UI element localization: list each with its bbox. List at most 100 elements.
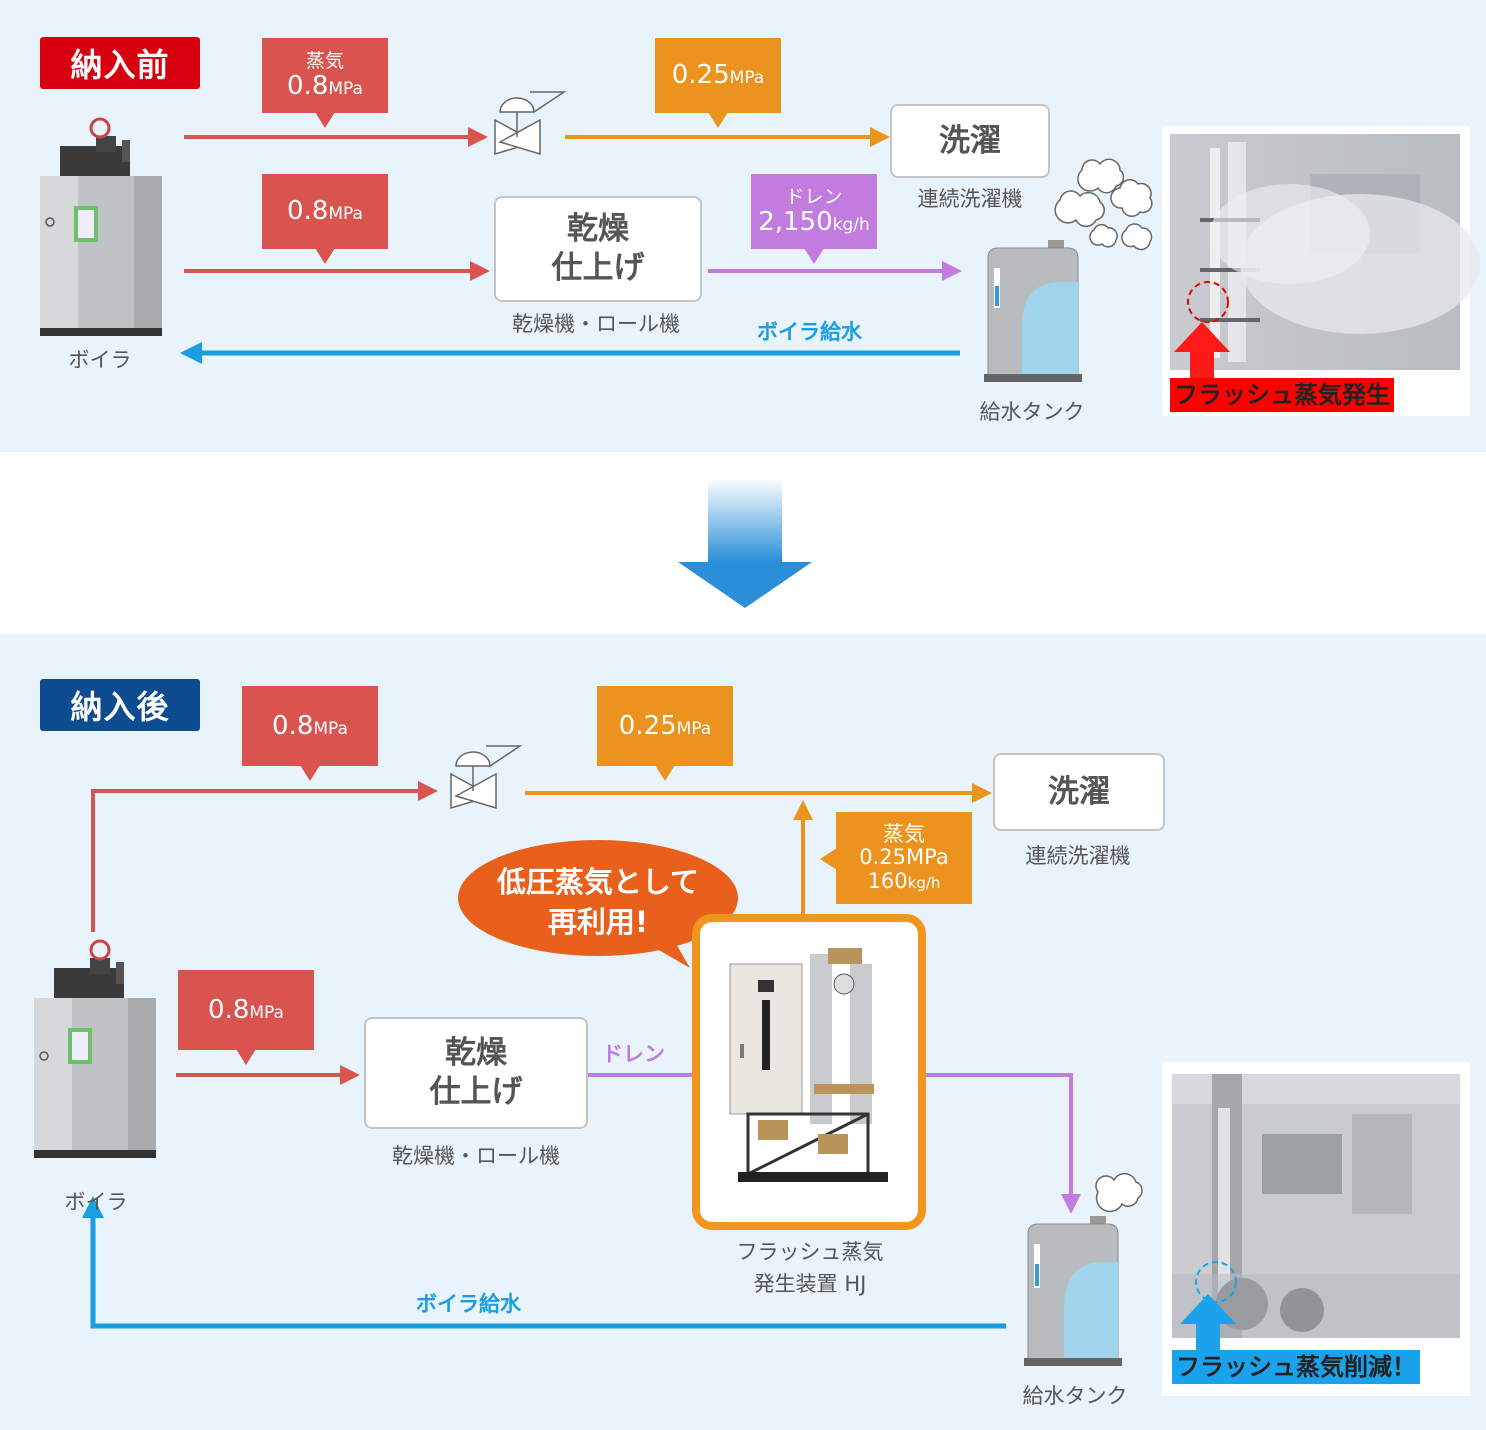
before-drain-callout: ドレン 2,150kg/h bbox=[751, 174, 877, 249]
after-device-to-tank-line bbox=[926, 1073, 1073, 1196]
speech-bubble: 低圧蒸気として 再利用! bbox=[458, 862, 738, 942]
before-drain-callout-unit: kg/h bbox=[832, 214, 870, 235]
before-dry-callout-unit: MPa bbox=[328, 204, 363, 225]
before-dry-arrowhead bbox=[470, 261, 490, 281]
up-arrow-icon bbox=[1180, 1294, 1236, 1354]
after-steam-callout-unit: MPa bbox=[313, 718, 348, 739]
before-steam-callout: 蒸気 0.8MPa bbox=[262, 38, 388, 113]
after-dry-arrowhead bbox=[340, 1065, 360, 1085]
before-low-arrowhead bbox=[870, 127, 890, 147]
before-low-callout-pointer bbox=[708, 112, 728, 128]
after-tank-label: 給水タンク bbox=[1022, 1384, 1128, 1408]
after-flash-callout-mid: 0.25MPa bbox=[859, 845, 949, 870]
before-steam-callout-pointer bbox=[315, 112, 335, 128]
before-boiler-label: ボイラ bbox=[68, 348, 132, 372]
after-steam-arrowhead bbox=[418, 781, 438, 801]
after-feedwater-arrowhead bbox=[82, 1196, 104, 1218]
before-dryer-box: 乾燥 仕上げ bbox=[494, 196, 702, 302]
before-dryer-box-line1: 乾燥 bbox=[567, 211, 629, 248]
speech-bubble-shape bbox=[458, 840, 738, 968]
before-photo-scene bbox=[1170, 134, 1480, 370]
before-drain-callout-top: ドレン bbox=[785, 185, 843, 208]
steam-cloud-icon bbox=[1054, 158, 1153, 251]
after-drain-label: ドレン bbox=[602, 1042, 665, 1066]
after-washing-box-text: 洗濯 bbox=[1048, 773, 1110, 810]
before-feedwater-label: ボイラ給水 bbox=[757, 320, 862, 344]
after-dry-callout-pointer bbox=[236, 1049, 256, 1065]
before-washing-label: 連続洗濯機 bbox=[917, 187, 1023, 211]
before-dryer-box-line2: 仕上げ bbox=[551, 250, 645, 286]
up-arrow-icon bbox=[1174, 322, 1230, 382]
before-photo-caption: フラッシュ蒸気発生 bbox=[1170, 378, 1394, 412]
after-feedwater-line bbox=[90, 1216, 1006, 1329]
after-dryer-box: 乾燥 仕上げ bbox=[364, 1017, 588, 1129]
before-tag: 納入前 bbox=[40, 37, 200, 89]
flash-steam-generator-icon bbox=[729, 948, 888, 1182]
steam-cloud-icon bbox=[1095, 1172, 1143, 1213]
after-flash-callout-value: 160 bbox=[867, 868, 908, 893]
device-label-line2: 発生装置 HJ bbox=[753, 1272, 867, 1296]
feedwater-tank-icon bbox=[1024, 1216, 1122, 1366]
after-device-to-tank-arrowhead bbox=[1061, 1194, 1081, 1214]
after-flash-steam-photo: フラッシュ蒸気削減！ bbox=[1162, 1062, 1470, 1396]
before-washing-box: 洗濯 bbox=[890, 104, 1050, 178]
after-dry-callout-value: 0.8 bbox=[208, 994, 250, 1025]
before-flow-lines bbox=[180, 127, 962, 364]
after-low-callout-value: 0.25 bbox=[618, 710, 677, 741]
after-photo-scene bbox=[1172, 1074, 1460, 1338]
after-low-callout-unit: MPa bbox=[676, 718, 712, 739]
before-flash-steam-photo: フラッシュ蒸気発生 bbox=[1162, 126, 1480, 416]
after-photo-caption: フラッシュ蒸気削減！ bbox=[1172, 1350, 1420, 1384]
after-dryer-label: 乾燥機・ロール機 bbox=[392, 1144, 560, 1168]
device-label: フラッシュ蒸気 発生装置 HJ bbox=[700, 1236, 920, 1300]
device-label-line1: フラッシュ蒸気 bbox=[736, 1240, 884, 1264]
after-flash-callout-top: 蒸気 bbox=[883, 822, 925, 847]
down-arrow-icon bbox=[678, 478, 812, 608]
before-dry-callout-value: 0.8 bbox=[287, 196, 329, 227]
after-steam-callout: 0.8MPa bbox=[242, 686, 378, 766]
after-steam-callout-value: 0.8 bbox=[272, 710, 314, 741]
speech-bubble-line1: 低圧蒸気として bbox=[496, 865, 700, 899]
after-low-callout: 0.25MPa bbox=[597, 686, 733, 766]
after-boiler-label: ボイラ bbox=[64, 1190, 128, 1214]
before-steam-callout-top: 蒸気 bbox=[305, 49, 344, 72]
after-flash-arrowhead bbox=[793, 800, 813, 820]
after-dry-callout: 0.8MPa bbox=[178, 970, 314, 1050]
before-tank-label: 給水タンク bbox=[979, 400, 1085, 424]
after-flash-callout-pointer bbox=[820, 848, 837, 870]
after-flash-callout-unit: kg/h bbox=[907, 873, 941, 892]
speech-bubble-line2: 再利用! bbox=[547, 905, 649, 939]
before-steam-callout-value: 0.8 bbox=[287, 70, 329, 101]
after-feedwater-label: ボイラ給水 bbox=[416, 1292, 521, 1316]
pressure-reducing-valve-icon bbox=[494, 91, 567, 156]
after-washing-label: 連続洗濯機 bbox=[1025, 844, 1131, 868]
after-dry-callout-unit: MPa bbox=[249, 1002, 284, 1023]
after-tag: 納入後 bbox=[40, 679, 200, 731]
before-steam-arrowhead bbox=[468, 127, 488, 147]
pressure-reducing-valve-icon bbox=[450, 745, 523, 810]
after-steam-line bbox=[91, 789, 420, 932]
before-drain-callout-pointer bbox=[804, 248, 824, 264]
before-low-callout-value: 0.25 bbox=[671, 60, 730, 91]
before-drain-arrowhead bbox=[942, 261, 962, 281]
after-steam-callout-pointer bbox=[300, 765, 320, 781]
before-washing-box-text: 洗濯 bbox=[939, 122, 1001, 159]
feedwater-tank-icon bbox=[984, 240, 1082, 382]
after-flash-callout: 蒸気 0.25MPa 160kg/h bbox=[836, 812, 972, 904]
after-dryer-box-line2: 仕上げ bbox=[429, 1074, 523, 1110]
before-steam-callout-unit: MPa bbox=[328, 78, 363, 99]
after-washing-box: 洗濯 bbox=[993, 753, 1165, 831]
before-drain-callout-value: 2,150 bbox=[758, 206, 833, 237]
before-dry-callout: 0.8MPa bbox=[262, 174, 388, 249]
boiler-icon bbox=[40, 117, 162, 336]
before-low-callout-unit: MPa bbox=[729, 68, 765, 89]
before-feedwater-arrowhead bbox=[180, 342, 202, 364]
before-dry-callout-pointer bbox=[315, 248, 335, 264]
after-low-arrowhead bbox=[972, 783, 992, 803]
before-low-callout: 0.25MPa bbox=[655, 38, 781, 113]
after-dryer-box-line1: 乾燥 bbox=[445, 1035, 507, 1072]
after-low-callout-pointer bbox=[655, 765, 675, 781]
boiler-icon bbox=[34, 939, 156, 1158]
before-dryer-label: 乾燥機・ロール機 bbox=[512, 312, 680, 336]
